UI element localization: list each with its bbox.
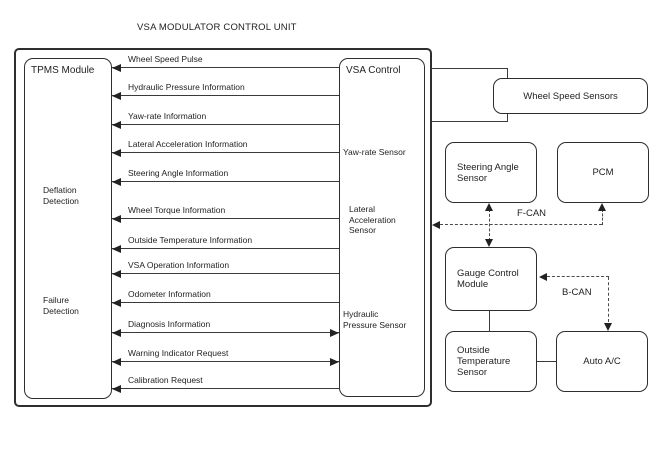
tpms-module-title: TPMS Module: [31, 65, 95, 76]
signal-label: Steering Angle Information: [128, 168, 229, 178]
outside-temperature-sensor-box: Outside Temperature Sensor: [445, 331, 537, 392]
signal-row-wheel-torque: Wheel Torque Information: [112, 199, 339, 223]
signal-row-odometer: Odometer Information: [112, 283, 339, 307]
signal-label: Odometer Information: [128, 289, 211, 299]
signal-row-steering-angle: Steering Angle Information: [112, 162, 339, 186]
wheel-speed-sensors-box: Wheel Speed Sensors: [493, 78, 648, 114]
signal-line: [112, 360, 339, 362]
signal-line: [112, 272, 339, 274]
gauge-to-outside-temp-line: [489, 311, 491, 331]
signal-line: [112, 387, 339, 389]
f-can-arrow-left-icon: [432, 221, 440, 229]
signal-line: [112, 94, 339, 96]
arrowhead-left-icon: [112, 91, 121, 100]
signal-line: [112, 331, 339, 333]
steering-angle-sensor-label: Steering Angle Sensor: [457, 161, 519, 184]
gauge-control-module-box: Gauge Control Module: [445, 247, 537, 311]
hydraulic-pressure-sensor-label: Hydraulic Pressure Sensor: [343, 309, 407, 330]
tpms-module-box: TPMS Module Deflation Detection Failure …: [24, 58, 112, 399]
gauge-control-module-label: Gauge Control Module: [457, 268, 519, 290]
failure-detection-label: Failure Detection: [43, 295, 79, 316]
f-can-arrow-up-pcm-icon: [598, 203, 606, 211]
signal-row-lateral-acceleration: Lateral Acceleration Information: [112, 133, 339, 157]
vsa-modulator-control-unit-box: [14, 48, 432, 407]
arrowhead-left-icon: [112, 177, 121, 186]
yaw-rate-sensor-label: Yaw-rate Sensor: [343, 147, 406, 157]
outside-temperature-sensor-label: Outside Temperature Sensor: [457, 345, 511, 378]
signal-label: Warning Indicator Request: [128, 348, 229, 358]
signal-row-warning-indicator: Warning Indicator Request: [112, 342, 339, 366]
wheel-speed-sensors-label: Wheel Speed Sensors: [523, 90, 618, 102]
vsa-control-box: VSA Control Yaw-rate Sensor Lateral Acce…: [339, 58, 425, 397]
f-can-drop-pcm: [602, 209, 603, 225]
signal-label: Outside Temperature Information: [128, 235, 253, 245]
b-can-arrow-left-icon: [539, 273, 547, 281]
signal-row-diagnosis: Diagnosis Information: [112, 313, 339, 337]
diagram-title: VSA MODULATOR CONTROL UNIT: [137, 22, 297, 33]
signal-line: [112, 66, 339, 68]
signal-line: [112, 151, 339, 153]
arrowhead-left-icon: [112, 244, 121, 253]
arrowhead-left-icon: [112, 384, 121, 393]
signal-line: [112, 180, 339, 182]
signal-label: VSA Operation Information: [128, 260, 230, 270]
vsa-control-title: VSA Control: [346, 65, 401, 76]
signal-row-wheel-speed-pulse: Wheel Speed Pulse: [112, 48, 339, 72]
arrowhead-left-icon: [112, 148, 121, 157]
arrowhead-left-icon: [112, 269, 121, 278]
b-can-label: B-CAN: [562, 287, 592, 298]
f-can-arrow-down-gauge-icon: [485, 239, 493, 247]
signal-label: Hydraulic Pressure Information: [128, 82, 245, 92]
arrowhead-left-icon: [112, 357, 121, 366]
signal-row-vsa-operation: VSA Operation Information: [112, 254, 339, 278]
lateral-acceleration-sensor-label: Lateral Acceleration Sensor: [349, 204, 396, 235]
arrowhead-left-icon: [112, 63, 121, 72]
arrowhead-right-icon: [330, 357, 339, 366]
f-can-drop-steering-gauge: [489, 209, 490, 241]
outside-temp-to-auto-ac-line: [537, 361, 556, 363]
wheel-speed-channel-bottom-line: [431, 121, 508, 123]
arrowhead-left-icon: [112, 214, 121, 223]
signal-row-calibration: Calibration Request: [112, 369, 339, 393]
signal-line: [112, 123, 339, 125]
signal-label: Diagnosis Information: [128, 319, 211, 329]
signal-line: [112, 301, 339, 303]
b-can-bus-line: [547, 276, 609, 277]
arrowhead-right-icon: [330, 328, 339, 337]
wheel-speed-channel-top-line: [431, 68, 508, 70]
signal-label: Wheel Torque Information: [128, 205, 226, 215]
b-can-drop-auto-ac: [608, 277, 609, 322]
signal-label: Wheel Speed Pulse: [128, 54, 203, 64]
auto-ac-box: Auto A/C: [556, 331, 648, 392]
pcm-box: PCM: [557, 142, 649, 203]
arrowhead-left-icon: [112, 298, 121, 307]
signal-label: Lateral Acceleration Information: [128, 139, 248, 149]
pcm-label: PCM: [592, 167, 614, 178]
auto-ac-label: Auto A/C: [583, 356, 621, 367]
f-can-arrow-up-steering-icon: [485, 203, 493, 211]
arrowhead-left-icon: [112, 120, 121, 129]
arrowhead-left-icon: [112, 328, 121, 337]
signal-label: Calibration Request: [128, 375, 203, 385]
steering-angle-sensor-box: Steering Angle Sensor: [445, 142, 537, 203]
signal-line: [112, 217, 339, 219]
f-can-bus-line: [440, 224, 602, 225]
deflation-detection-label: Deflation Detection: [43, 185, 79, 206]
signal-row-outside-temperature: Outside Temperature Information: [112, 229, 339, 253]
signal-row-yaw-rate: Yaw-rate Information: [112, 105, 339, 129]
signal-line: [112, 247, 339, 249]
signal-row-hydraulic-pressure: Hydraulic Pressure Information: [112, 76, 339, 100]
signal-label: Yaw-rate Information: [128, 111, 207, 121]
b-can-arrow-down-auto-ac-icon: [604, 323, 612, 331]
f-can-label: F-CAN: [517, 208, 547, 219]
